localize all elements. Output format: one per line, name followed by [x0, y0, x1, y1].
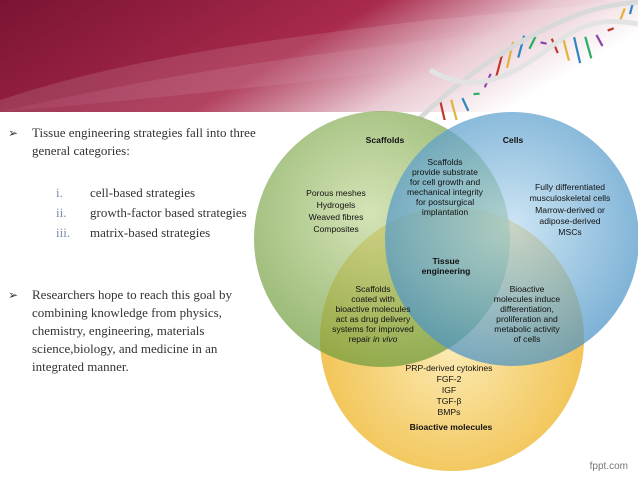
cells-item: Marrow-derived or — [535, 205, 605, 215]
dna-rung — [573, 36, 582, 64]
overlap-line: repair in vivo — [349, 334, 398, 344]
dna-rung — [438, 99, 446, 120]
overlap-line: metabolic activity — [494, 324, 560, 334]
arrow-bullet-icon: ➢ — [8, 126, 19, 140]
bullet-list: ➢ Tissue engineering strategies fall int… — [8, 124, 256, 376]
sublist-text: matrix-based strategies — [90, 225, 211, 240]
overlap-line: Scaffolds — [355, 284, 390, 294]
overlap-line: mechanical integrity — [407, 187, 484, 197]
cells-circle — [385, 112, 638, 366]
cell-bioactive-overlap-text: Bioactive molecules induce differentiati… — [494, 284, 561, 344]
overlap-line: Bioactive — [510, 284, 545, 294]
bioactive-items: PRP-derived cytokines FGF-2 IGF TGF-β BM… — [406, 363, 493, 417]
bioactive-item: PRP-derived cytokines — [406, 363, 493, 373]
overlap-line: differentiation, — [500, 304, 554, 314]
cells-item: adipose-derived — [539, 216, 600, 226]
bullet-text-categories: Tissue engineering strategies fall into … — [32, 125, 256, 158]
dna-rung — [528, 36, 537, 50]
scaffold-cell-overlap-text: Scaffolds provide substrate for cell gro… — [407, 157, 484, 217]
bioactive-item: IGF — [442, 385, 456, 395]
dna-rung — [561, 37, 571, 61]
bioactive-molecules-title: Bioactive molecules — [410, 422, 493, 432]
scaffolds-title: Scaffolds — [366, 135, 405, 145]
sublist-text: cell-based strategies — [90, 185, 196, 200]
center-title-line: Tissue — [432, 256, 459, 266]
dna-rung — [607, 27, 615, 32]
sublist-number: i. — [56, 185, 63, 200]
bullet-item: ➢ Tissue engineering strategies fall int… — [8, 124, 256, 160]
center-title-line: engineering — [422, 266, 471, 276]
overlap-line: bioactive molecules — [336, 304, 411, 314]
arrow-bullet-icon: ➢ — [8, 288, 19, 302]
cells-item: Fully differentiated — [535, 182, 605, 192]
dna-rung — [450, 99, 458, 120]
strategy-sublist: i. cell-based strategies ii. growth-fact… — [56, 184, 256, 242]
scaffold-bioactive-overlap-text: Scaffolds coated with bioactive molecule… — [332, 284, 414, 344]
dna-rung — [584, 36, 593, 59]
cells-title: Cells — [503, 135, 524, 145]
overlap-line: for cell growth and — [410, 177, 480, 187]
overlap-line: systems for improved — [332, 324, 414, 334]
overlap-line: coated with — [351, 294, 395, 304]
cells-item: musculoskeletal cells — [530, 193, 611, 203]
dna-rung — [461, 97, 470, 112]
overlap-line: for postsurgical — [416, 197, 474, 207]
dna-rung — [595, 34, 604, 47]
overlap-line: proliferation and — [496, 314, 558, 324]
scaffolds-items: Porous meshes Hydrogels Weaved fibres Co… — [306, 188, 366, 234]
sublist-item: ii. growth-factor based strategies — [56, 204, 256, 222]
sublist-number: iii. — [56, 225, 71, 240]
cells-items: Fully differentiated musculoskeletal cel… — [530, 182, 611, 237]
fppt-watermark: fppt.com — [589, 461, 628, 472]
dna-helix-graphic — [418, 0, 638, 120]
sublist-item: i. cell-based strategies — [56, 184, 256, 202]
scaffold-item: Hydrogels — [317, 200, 356, 210]
bullet-text-researchers: Researchers hope to reach this goal by c… — [32, 287, 232, 374]
overlap-line: Scaffolds — [427, 157, 462, 167]
overlap-line: provide substrate — [412, 167, 478, 177]
sublist-number: ii. — [56, 205, 67, 220]
overlap-line: of cells — [514, 334, 541, 344]
overlap-line: implantation — [422, 207, 469, 217]
scaffold-item: Composites — [313, 224, 358, 234]
sublist-item: iii. matrix-based strategies — [56, 224, 256, 242]
dna-rung — [494, 55, 503, 79]
overlap-line: act as drug delivery — [336, 314, 411, 324]
scaffold-item: Weaved fibres — [309, 212, 364, 222]
center-label: Tissue engineering — [422, 256, 471, 276]
overlap-line: molecules induce — [494, 294, 561, 304]
bioactive-item: BMPs — [438, 407, 461, 417]
bullet-item: ➢ Researchers hope to reach this goal by… — [8, 286, 256, 376]
bioactive-item: TGF-β — [437, 396, 462, 406]
scaffold-item: Porous meshes — [306, 188, 366, 198]
bioactive-item: FGF-2 — [437, 374, 462, 384]
dna-rung — [540, 41, 547, 45]
sublist-text: growth-factor based strategies — [90, 205, 247, 220]
cells-item: MSCs — [558, 227, 581, 237]
